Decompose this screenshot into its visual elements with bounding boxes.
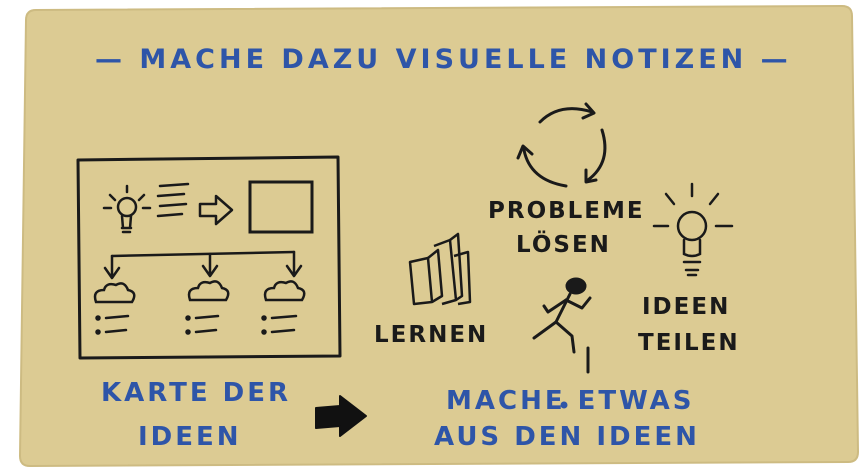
books-icon [408, 232, 472, 306]
cycle-arrows-icon [516, 102, 607, 188]
label-problems-line2: LÖSEN [516, 232, 611, 258]
note-lines [156, 182, 190, 218]
left-caption-line1: KARTE DER [101, 378, 292, 408]
output-box [248, 180, 314, 234]
heading: — MACHE DAZU VISUELLE NOTIZEN — [95, 44, 792, 75]
label-share-line2: TEILEN [638, 330, 740, 356]
running-person-icon [532, 277, 592, 374]
right-caption-line1: MACHE ETWAS [446, 386, 695, 416]
bold-arrow-icon [315, 395, 367, 437]
paper-background [18, 4, 860, 468]
cloud-icon [93, 280, 306, 304]
idea-lightbulb-icon [652, 182, 734, 277]
label-problems-line1: PROBLEME [488, 198, 645, 224]
label-learn: LERNEN [374, 322, 489, 348]
right-caption-line2: AUS DEN IDEEN [434, 422, 700, 452]
map-panel [76, 155, 342, 360]
left-caption-line2: IDEEN [138, 422, 242, 452]
label-share-line1: IDEEN [642, 294, 731, 320]
bullet-lists [95, 314, 298, 335]
branch-arrows [103, 250, 303, 280]
lightbulb-icon [102, 184, 152, 234]
separator-dot [560, 401, 568, 409]
arrow-right-icon [198, 194, 234, 226]
